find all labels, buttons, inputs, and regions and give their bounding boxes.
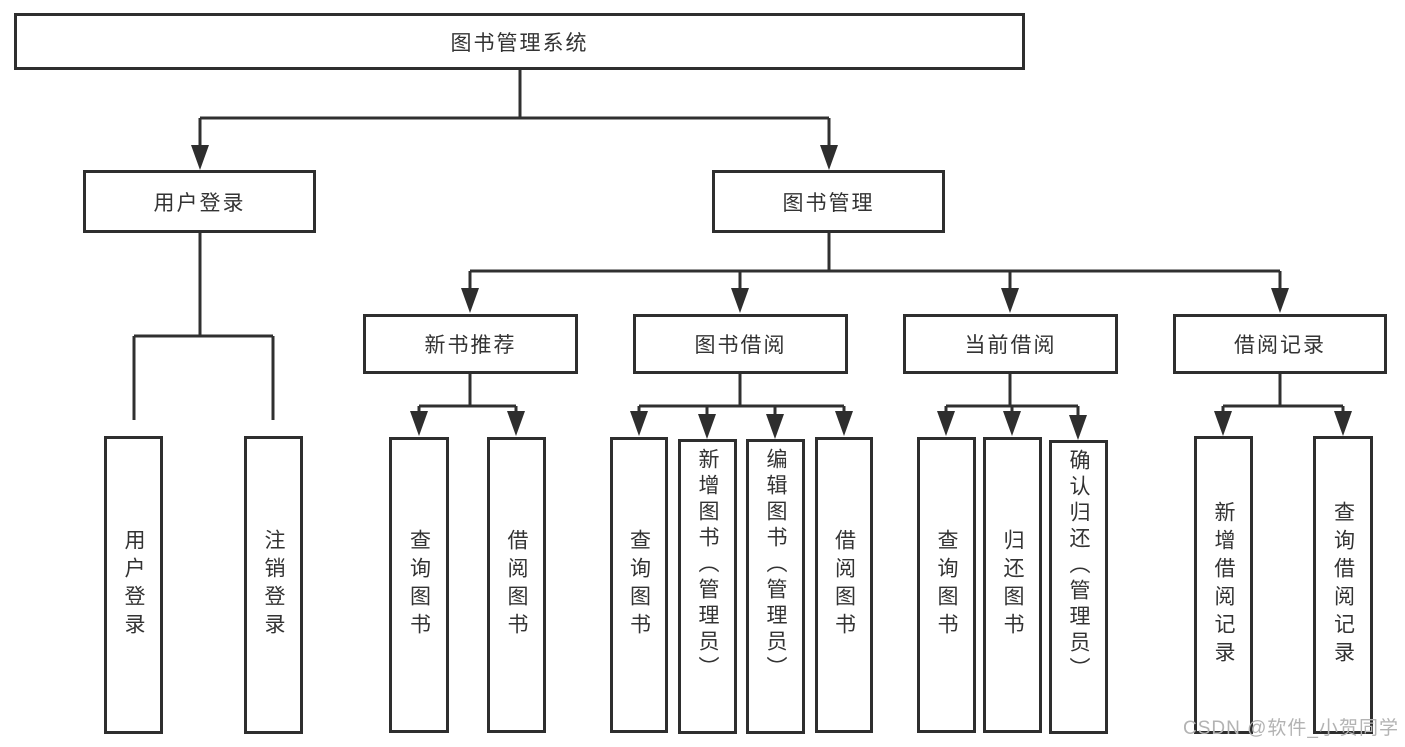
leaf-bb-add-books: 新增图书（管理员） [678,439,737,734]
leaf-bb-borrow-books: 借阅图书 [815,437,873,733]
leaf-bb-query-books-label: 查询图书 [627,529,651,641]
node-root-label: 图书管理系统 [450,31,589,55]
leaf-cb-return-books-label: 归还图书 [1001,529,1025,641]
node-new-book-recommend: 新书推荐 [363,314,578,374]
leaf-br-query-record: 查询借阅记录 [1313,436,1373,734]
node-book-management-label: 图书管理 [782,191,875,215]
leaf-br-query-record-label: 查询借阅记录 [1331,501,1355,669]
leaf-cb-query-books: 查询图书 [917,437,976,733]
leaf-user-login-label: 用户登录 [122,529,146,641]
leaf-rec-borrow-books: 借阅图书 [487,437,546,733]
node-root: 图书管理系统 [14,13,1025,70]
node-book-management: 图书管理 [712,170,945,233]
leaf-bb-edit-books: 编辑图书（管理员） [746,439,805,734]
node-book-borrow-label: 图书借阅 [694,334,787,357]
node-user-login-label: 用户登录 [153,191,246,215]
leaf-cb-query-books-label: 查询图书 [935,529,959,641]
leaf-br-add-record: 新增借阅记录 [1194,436,1253,734]
leaf-rec-borrow-books-label: 借阅图书 [505,529,529,641]
watermark-text: CSDN @软件_小贺同学 [1183,718,1399,739]
leaf-bb-add-books-label: 新增图书（管理员） [696,448,720,682]
leaf-logout-label: 注销登录 [262,529,286,641]
node-current-borrow: 当前借阅 [903,314,1118,374]
leaf-bb-borrow-books-label: 借阅图书 [832,529,856,641]
leaf-bb-query-books: 查询图书 [610,437,668,733]
node-user-login: 用户登录 [83,170,316,233]
node-borrow-record: 借阅记录 [1173,314,1387,374]
leaf-cb-confirm-return: 确认归还（管理员） [1049,440,1108,734]
leaf-cb-confirm-return-label: 确认归还（管理员） [1067,449,1091,683]
leaf-rec-query-books: 查询图书 [389,437,449,733]
node-borrow-record-label: 借阅记录 [1234,334,1326,357]
leaf-user-login: 用户登录 [104,436,163,734]
leaf-rec-query-books-label: 查询图书 [407,529,431,641]
leaf-cb-return-books: 归还图书 [983,437,1042,733]
leaf-logout: 注销登录 [244,436,303,734]
node-new-book-recommend-label: 新书推荐 [424,334,517,357]
node-current-borrow-label: 当前借阅 [964,334,1057,357]
node-book-borrow: 图书借阅 [633,314,848,374]
leaf-bb-edit-books-label: 编辑图书（管理员） [764,448,788,682]
leaf-br-add-record-label: 新增借阅记录 [1212,501,1236,669]
